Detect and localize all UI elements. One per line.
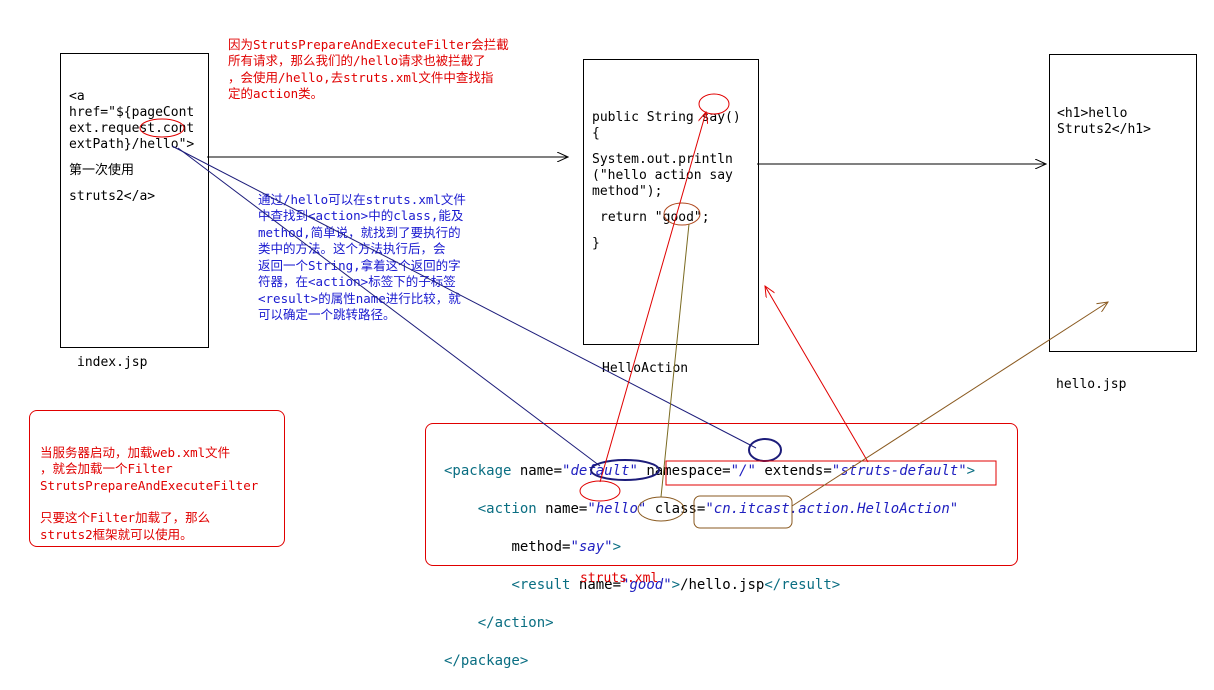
struts-xml-code: <package name="default" namespace="/" ex…	[444, 443, 975, 690]
xml-package-close-tag: </package>	[444, 653, 529, 669]
highlight-class	[665, 460, 997, 486]
action-line-2: {	[592, 126, 600, 141]
xml-result-name-val: "good"	[621, 577, 672, 593]
server-start-note-box	[29, 410, 285, 547]
highlight-result-path	[693, 495, 793, 529]
xml-result-path: /hello.jsp	[680, 577, 765, 593]
arrow-class-to-action	[765, 286, 869, 463]
note-top-line-2: 所有请求，那么我们的/hello请求也被拦截了	[228, 53, 486, 68]
xml-namespace-attr: namespace=	[646, 463, 731, 479]
xml-action-close-tag: </action>	[477, 615, 554, 631]
xml-action-name-val: "hello"	[587, 501, 647, 517]
struts-xml-caption: struts.xml	[580, 571, 659, 586]
note-mid-line-3: method,简单说，就找到了要执行的	[258, 224, 461, 240]
xml-result-line: <result name="good">/hello.jsp</result>	[444, 576, 975, 595]
hello-jsp-box	[1049, 54, 1197, 352]
index-line-4: extPath}/hello">	[69, 137, 195, 152]
note-server-line-3: StrutsPrepareAndExecuteFilter	[40, 477, 259, 493]
action-line-7: }	[592, 236, 600, 251]
xml-namespace-val: "/"	[730, 463, 756, 479]
xml-action-line: <action name="hello" class="cn.itcast.ac…	[444, 500, 975, 519]
note-server-line-2: ，就会加载一个Filter	[40, 461, 173, 476]
xml-package-close-line: </package>	[444, 652, 975, 671]
note-mid-line-6: 符器，在<action>标签下的子标签	[258, 274, 456, 289]
xml-extends-attr: extends=	[764, 463, 832, 479]
highlight-say-method	[698, 93, 730, 115]
note-action-lookup: 通过/hello可以在struts.xml文件中查找到<action>中的cla…	[258, 175, 466, 340]
xml-class-val: "cn.itcast.action.HelloAction"	[705, 501, 959, 517]
xml-package-bracket: >	[966, 463, 976, 479]
struts-xml-box	[425, 423, 1018, 566]
note-mid-line-4: 类中的方法。这个方法执行后，会	[258, 241, 446, 256]
xml-action-bracket: >	[612, 539, 622, 555]
note-top-line-3: ，会使用/hello,去struts.xml文件中查找指	[228, 69, 494, 85]
xml-method-line: method="say">	[444, 538, 975, 557]
highlight-hello-link	[139, 118, 185, 138]
note-server-line-1: 当服务器启动，加载web.xml文件	[40, 444, 231, 460]
highlight-result-name	[637, 496, 685, 522]
xml-result-close-tag: </result>	[764, 577, 841, 593]
highlight-namespace	[748, 438, 782, 462]
hello-line-2: Struts2</h1>	[1057, 122, 1151, 137]
connector-overlay	[139, 93, 1214, 529]
xml-method-attr: method=	[511, 539, 571, 555]
xml-class-attr: class=	[654, 501, 706, 517]
link-hello-to-namespace	[171, 145, 757, 449]
hello-jsp-caption: hello.jsp	[1056, 377, 1127, 392]
index-line-3: ext.request.cont	[69, 121, 195, 136]
note-mid-line-1: 通过/hello可以在struts.xml文件	[258, 191, 466, 207]
xml-package-line: <package name="default" namespace="/" ex…	[444, 462, 975, 481]
note-top-line-4: 定的action类。	[228, 86, 324, 101]
hello-action-code: public String say(){System.out.println("…	[592, 94, 741, 268]
index-jsp-caption: index.jsp	[77, 355, 148, 370]
index-line-5: 第一次使用	[69, 163, 135, 178]
xml-package-name-attr: name=	[519, 463, 563, 479]
xml-result-bracket: >	[671, 577, 681, 593]
xml-package-tag: <package	[444, 463, 512, 479]
xml-package-name-val: "default"	[562, 463, 638, 479]
xml-action-tag: <action	[477, 501, 537, 517]
note-mid-line-2: 中查找到<action>中的class,能及	[258, 208, 464, 223]
link-good-to-result	[660, 223, 690, 498]
highlight-good-return	[663, 202, 701, 226]
index-jsp-box	[60, 53, 209, 348]
note-server-line-6: struts2框架就可以使用。	[40, 526, 193, 542]
link-hello-to-action-name	[177, 147, 601, 467]
xml-result-name-attr: name=	[578, 577, 622, 593]
highlight-method	[579, 480, 621, 502]
arrow-method-to-say	[599, 112, 706, 483]
note-mid-line-8: 可以确定一个跳转路径。	[258, 307, 396, 322]
index-line-1: <a	[69, 89, 85, 104]
hello-action-box	[583, 59, 759, 345]
action-line-5: method");	[592, 184, 663, 199]
xml-result-tag: <result	[511, 577, 571, 593]
xml-action-name-attr: name=	[545, 501, 588, 517]
note-filter-intercept: 因为StrutsPrepareAndExecuteFilter会拦截所有请求，那…	[228, 20, 509, 119]
note-top-line-1: 因为StrutsPrepareAndExecuteFilter会拦截	[228, 36, 509, 52]
hello-line-1: <h1>hello	[1057, 106, 1128, 121]
note-server-line-5: 只要这个Filter加载了，那么	[40, 510, 211, 525]
index-line-2: href="${pageCont	[69, 105, 195, 120]
action-line-4: ("hello action say	[592, 168, 733, 183]
note-mid-line-7: <result>的属性name进行比较，就	[258, 290, 461, 306]
xml-action-close-line: </action>	[444, 614, 975, 633]
arrow-result-to-hellojsp	[791, 302, 1108, 507]
xml-method-val: "say"	[570, 539, 613, 555]
highlight-action-name	[590, 459, 660, 481]
action-line-3: System.out.println	[592, 152, 733, 167]
index-line-6: struts2</a>	[69, 189, 156, 204]
hello-action-caption: HelloAction	[602, 361, 689, 376]
xml-extends-val: "struts-default"	[831, 463, 967, 479]
